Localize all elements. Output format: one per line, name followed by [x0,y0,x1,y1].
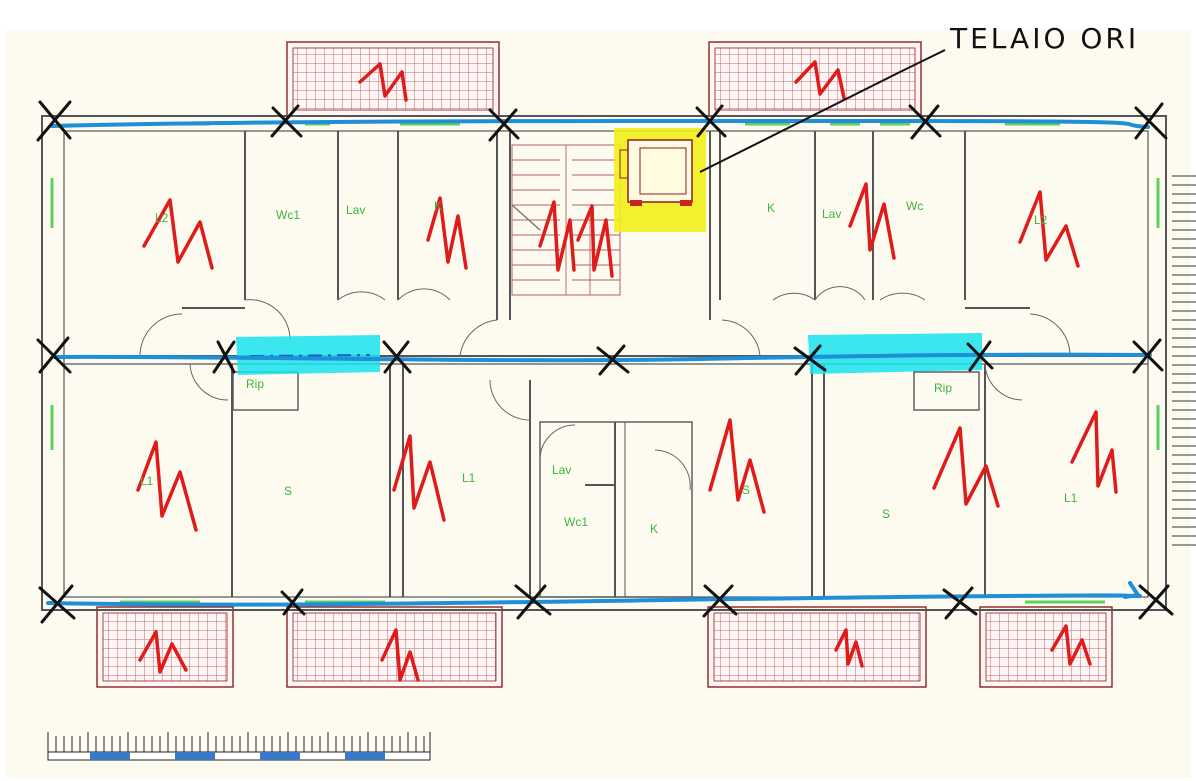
door-swings [139,286,1071,491]
room-label-L2-left: L2 [155,211,169,225]
room-label-wc1-center: Wc1 [564,515,588,529]
room-label-L1-right: L1 [1064,491,1078,505]
balcony-bottom-3 [707,606,927,688]
room-label-k-center: K [650,522,658,536]
annotation-text: TELAIO ORI [949,22,1139,55]
room-label-rip-right: Rip [934,381,952,395]
balcony-bottom-4 [979,606,1113,688]
room-label-s-center: S [742,483,750,497]
room-label-lav-top-left: Lav [346,203,365,217]
room-label-rip-left: Rip [246,377,264,391]
balcony-top-left [286,41,500,117]
room-label-k-top-right: K [767,201,775,215]
room-label-wc-top-right: Wc [906,199,923,213]
right-ruler [1172,175,1196,546]
balcony-bottom-2 [286,606,503,688]
room-label-s-left: S [284,484,292,498]
room-label-lav-center: Lav [552,463,571,477]
annotation-pointer [699,49,946,173]
room-label-L1-center: L1 [462,471,476,485]
cyan-highlights [236,333,982,375]
room-label-wc1-top: Wc1 [276,208,300,222]
room-label-s-right: S [882,507,890,521]
lift-shaft [614,128,706,232]
room-label-lav-top-right: Lav [822,207,841,221]
frame-lines [46,118,1152,607]
room-label-L1-left: L1 [140,474,154,488]
room-label-L2-right: L2 [1034,213,1048,227]
balcony-top-right [708,41,922,117]
scale-bar [47,732,431,761]
balcony-bottom-1 [96,606,234,688]
room-label-k-top-left: K [434,199,442,213]
column-x-markers [36,100,1174,624]
room-labels: L2 Wc1 Lav K K Lav Wc L2 Rip Rip L1 S L1… [140,199,1078,536]
red-load-marks [136,60,1118,682]
